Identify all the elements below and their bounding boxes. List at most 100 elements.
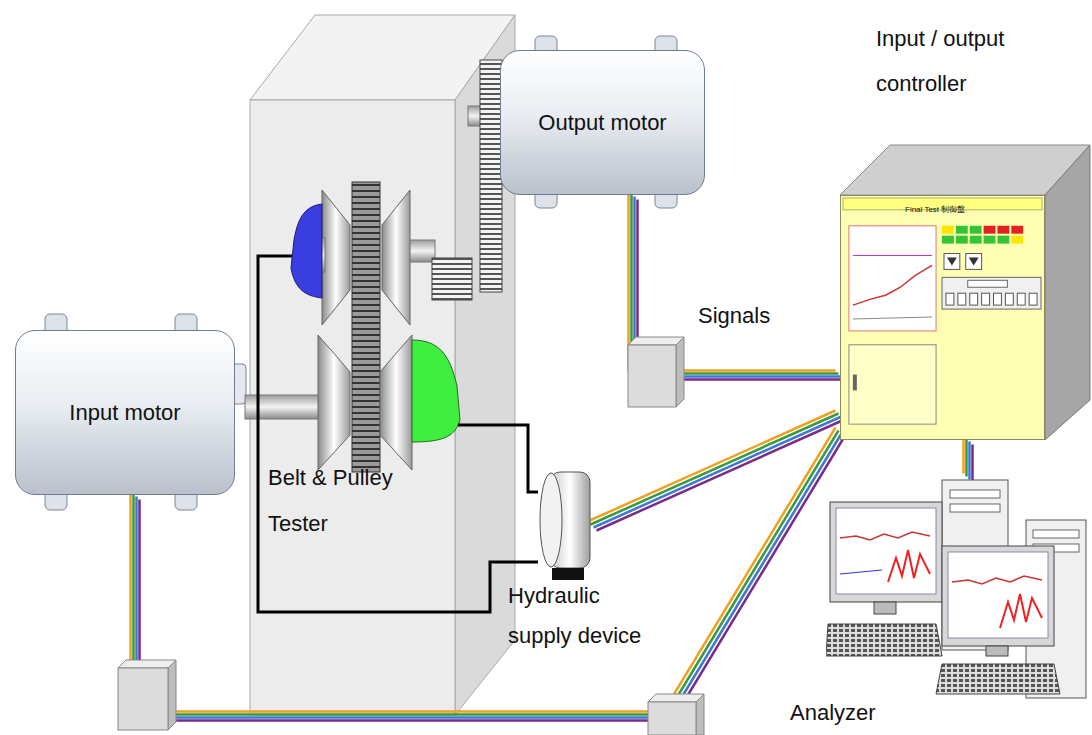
indicator-lamps xyxy=(942,226,954,234)
indicator-lamps xyxy=(956,226,968,234)
pc-monitor xyxy=(888,550,930,582)
cable-strand xyxy=(597,420,845,531)
selector-knob xyxy=(969,257,979,265)
label-holder: Signals xyxy=(698,303,770,329)
pc-monitor xyxy=(1000,594,1042,628)
analyzer-computers: Analyzer xyxy=(826,478,1088,700)
pc-tower xyxy=(950,490,1000,498)
label-holder: Input / output controller xyxy=(876,16,1051,106)
button-panel xyxy=(942,277,1041,309)
pump-drum xyxy=(540,473,562,567)
pc-monitor xyxy=(840,532,930,540)
node-label: Hydraulic supply device xyxy=(508,576,660,656)
cable-strand xyxy=(591,414,839,525)
computers xyxy=(826,478,1088,700)
button-panel xyxy=(970,293,978,305)
button-panel xyxy=(968,280,1008,287)
indicator-lamps xyxy=(984,236,996,244)
output-motor: Output motor xyxy=(500,50,705,195)
cable-strand xyxy=(629,191,836,371)
trend-chart xyxy=(853,317,932,319)
label-holder: Belt & Pulley Tester xyxy=(268,455,428,547)
pc-tower xyxy=(950,504,1000,512)
node-label: Belt & Pulley Tester xyxy=(268,455,428,547)
annotation-label: Signals xyxy=(698,303,770,328)
trend-chart xyxy=(849,226,936,331)
cabinet-door xyxy=(849,345,936,424)
trend-chart xyxy=(853,255,932,256)
button-panel xyxy=(942,277,1041,309)
pc-monitor xyxy=(948,552,1048,638)
button-panel xyxy=(1017,293,1025,305)
cable-strand xyxy=(962,436,965,474)
pc-tower xyxy=(1033,530,1079,538)
button-panel xyxy=(958,293,966,305)
indicator-lamps xyxy=(942,236,954,244)
pc-monitor xyxy=(836,508,936,594)
indicator-lamps xyxy=(984,226,996,234)
junction-box xyxy=(118,668,168,730)
pc-monitor xyxy=(830,502,942,614)
signal-cable xyxy=(131,428,845,721)
trend-chart xyxy=(849,226,936,331)
pump-drum xyxy=(540,472,590,580)
keyboard xyxy=(826,624,942,656)
cabinet-door xyxy=(853,375,857,391)
label-holder: Hydraulic supply device xyxy=(508,576,660,656)
button-panel xyxy=(1029,293,1037,305)
cable-strand xyxy=(968,442,971,480)
label-holder: Final Test 制御盤 xyxy=(905,198,965,216)
junction-box xyxy=(696,694,704,735)
input-motor: Input motor xyxy=(15,330,235,495)
hydraulic-cylinder xyxy=(412,340,460,442)
pulley-sheave xyxy=(322,190,350,325)
cable-strand xyxy=(140,437,845,721)
junction-box xyxy=(648,694,704,735)
junction-box xyxy=(118,660,176,668)
indicator-lamps xyxy=(956,236,968,244)
belt xyxy=(352,182,380,472)
pump-drum xyxy=(538,470,592,582)
junction-box xyxy=(628,345,676,407)
junction-box xyxy=(628,337,684,345)
hydraulic-cylinder xyxy=(291,204,460,442)
signal-cable xyxy=(588,411,845,531)
button-panel xyxy=(1005,293,1013,305)
pc-monitor xyxy=(952,576,1042,584)
indicator-lamps xyxy=(1011,226,1023,234)
cable-strand xyxy=(588,411,836,522)
tester-housing xyxy=(250,15,515,715)
cable-strand xyxy=(971,445,974,483)
indicator-lamps xyxy=(942,226,1023,244)
hydraulic-supply: Hydraulic supply device xyxy=(538,470,592,582)
junction-box xyxy=(168,660,176,730)
hydraulic-hose xyxy=(258,256,538,612)
hydraulic-hose xyxy=(458,425,538,492)
pc-monitor xyxy=(942,546,1054,646)
selector-knob xyxy=(947,257,957,265)
keyboard xyxy=(826,624,942,656)
indicator-lamps xyxy=(1011,236,1023,244)
gear-train xyxy=(432,60,502,300)
node-label: Analyzer xyxy=(790,700,910,726)
selector-knob xyxy=(944,254,960,270)
button-panel xyxy=(982,293,990,305)
pulley-sheave xyxy=(380,335,412,470)
node-label: Input motor xyxy=(69,400,180,426)
junction-box xyxy=(118,660,176,730)
pc-monitor xyxy=(830,502,942,602)
controller-cabinet xyxy=(840,145,1090,440)
cable-strand xyxy=(594,417,842,528)
pc-monitor xyxy=(874,602,896,614)
junction-box xyxy=(648,694,704,702)
gear-train xyxy=(480,60,502,292)
pulley-sheave xyxy=(318,335,350,470)
indicator-lamps xyxy=(970,236,982,244)
pc-monitor xyxy=(840,570,882,574)
selector-knob xyxy=(966,254,982,270)
keyboard xyxy=(936,664,1060,694)
hydraulic-cylinder xyxy=(291,204,322,298)
controller-cabinet xyxy=(1045,145,1090,440)
controller-cabinet: Input / output controller xyxy=(840,195,1045,440)
junction-box xyxy=(648,702,696,735)
